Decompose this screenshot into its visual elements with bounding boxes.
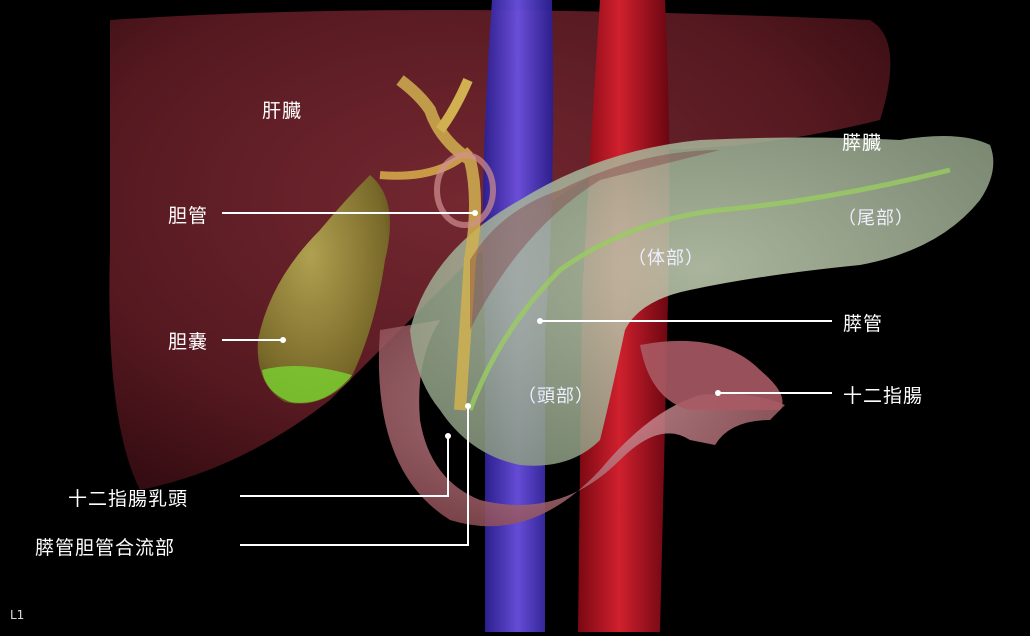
marker-junction — [465, 403, 471, 409]
leader-duodenum — [718, 392, 832, 394]
slide-id: L1 — [10, 608, 24, 622]
label-liver: 肝臓 — [262, 96, 302, 123]
leader-junction-v — [467, 406, 469, 546]
marker-pancreatic-duct — [537, 318, 543, 324]
leader-gallbladder — [222, 339, 282, 341]
label-body: （体部） — [628, 244, 704, 270]
leader-papilla-v — [447, 436, 449, 497]
marker-gallbladder — [280, 337, 286, 343]
label-tail: （尾部） — [838, 204, 914, 230]
leader-papilla-h — [240, 495, 449, 497]
marker-bile-duct — [472, 210, 478, 216]
label-bile-duct: 胆管 — [168, 201, 208, 228]
leader-junction-h — [240, 544, 469, 546]
leader-bile-duct — [222, 212, 474, 214]
label-pancreatic-duct: 膵管 — [843, 309, 883, 336]
label-duodenum: 十二指腸 — [843, 381, 923, 408]
leader-pancreatic-duct — [540, 320, 832, 322]
label-pancreas: 膵臓 — [842, 128, 882, 155]
marker-duodenum — [715, 390, 721, 396]
label-junction: 膵管胆管合流部 — [35, 533, 175, 560]
label-head: （頭部） — [518, 382, 594, 408]
label-gallbladder: 胆嚢 — [168, 327, 208, 354]
marker-papilla — [445, 433, 451, 439]
label-papilla: 十二指腸乳頭 — [68, 484, 188, 511]
